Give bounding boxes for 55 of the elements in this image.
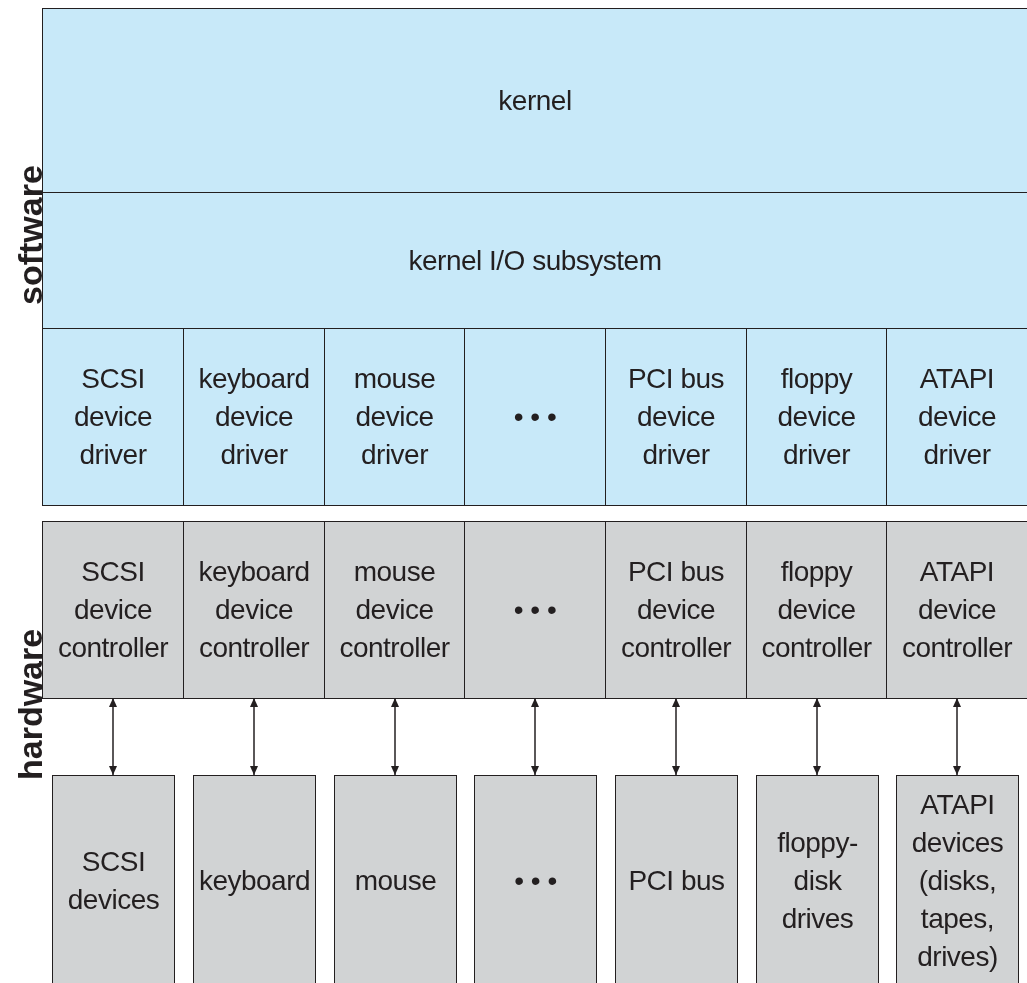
double-arrow: [109, 697, 117, 776]
box-label: mouse: [353, 863, 438, 898]
box-label: SCSI device controller: [56, 555, 170, 665]
hardware-box: [746, 521, 887, 699]
software-layer-box: [42, 328, 184, 506]
box-label: ATAPI device controller: [900, 555, 1014, 665]
hardware-box: [464, 521, 606, 699]
box-label: • • •: [513, 863, 558, 898]
hardware-box: [42, 521, 184, 699]
box-label: floppy device controller: [760, 555, 873, 665]
software-layer-box: [605, 328, 747, 506]
section-label: software: [13, 165, 47, 305]
box-label: PCI bus: [627, 863, 726, 898]
software-layer-box: [324, 328, 465, 506]
box-label: PCI bus device driver: [626, 362, 726, 472]
software-layer-box: [42, 192, 1027, 329]
hardware-box: [756, 775, 879, 983]
hardware-box: [896, 775, 1019, 983]
section-label: hardware: [13, 628, 47, 780]
software-layer-box: [746, 328, 887, 506]
double-arrow: [813, 697, 821, 776]
software-layer-box: [886, 328, 1027, 506]
hardware-box: [886, 521, 1027, 699]
box-label: floppy-disk drives: [776, 825, 859, 936]
software-layer-box: [464, 328, 606, 506]
hardware-box: [324, 521, 465, 699]
box-label: • • •: [512, 593, 558, 627]
box-label: ATAPI devices (disks, tapes, drives): [910, 787, 1005, 974]
hardware-box: [605, 521, 747, 699]
box-label: kernel: [497, 83, 573, 118]
box-label: • • •: [512, 400, 558, 434]
box-label: keyboard device driver: [197, 362, 311, 472]
box-label: kernel I/O subsystem: [407, 243, 663, 278]
box-label: ATAPI device driver: [917, 362, 997, 472]
hardware-box: [193, 775, 316, 983]
box-label: floppy device driver: [776, 362, 857, 472]
box-label: mouse device controller: [338, 555, 451, 665]
double-arrow: [672, 697, 680, 776]
double-arrow: [391, 697, 399, 776]
double-arrow: [953, 697, 961, 776]
box-label: keyboard: [197, 863, 312, 898]
hardware-box: [615, 775, 738, 983]
software-layer-box: [42, 8, 1027, 193]
hardware-box: [183, 521, 325, 699]
hardware-box: [334, 775, 457, 983]
box-label: PCI bus device controller: [619, 555, 733, 665]
hardware-box: [52, 775, 175, 983]
box-label: SCSI devices: [66, 844, 161, 917]
hardware-box: [474, 775, 597, 983]
double-arrow: [250, 697, 258, 776]
software-layer-box: [183, 328, 325, 506]
double-arrow: [531, 697, 539, 776]
box-label: SCSI device driver: [73, 362, 153, 472]
box-label: mouse device driver: [352, 362, 437, 472]
box-label: keyboard device controller: [197, 555, 311, 665]
